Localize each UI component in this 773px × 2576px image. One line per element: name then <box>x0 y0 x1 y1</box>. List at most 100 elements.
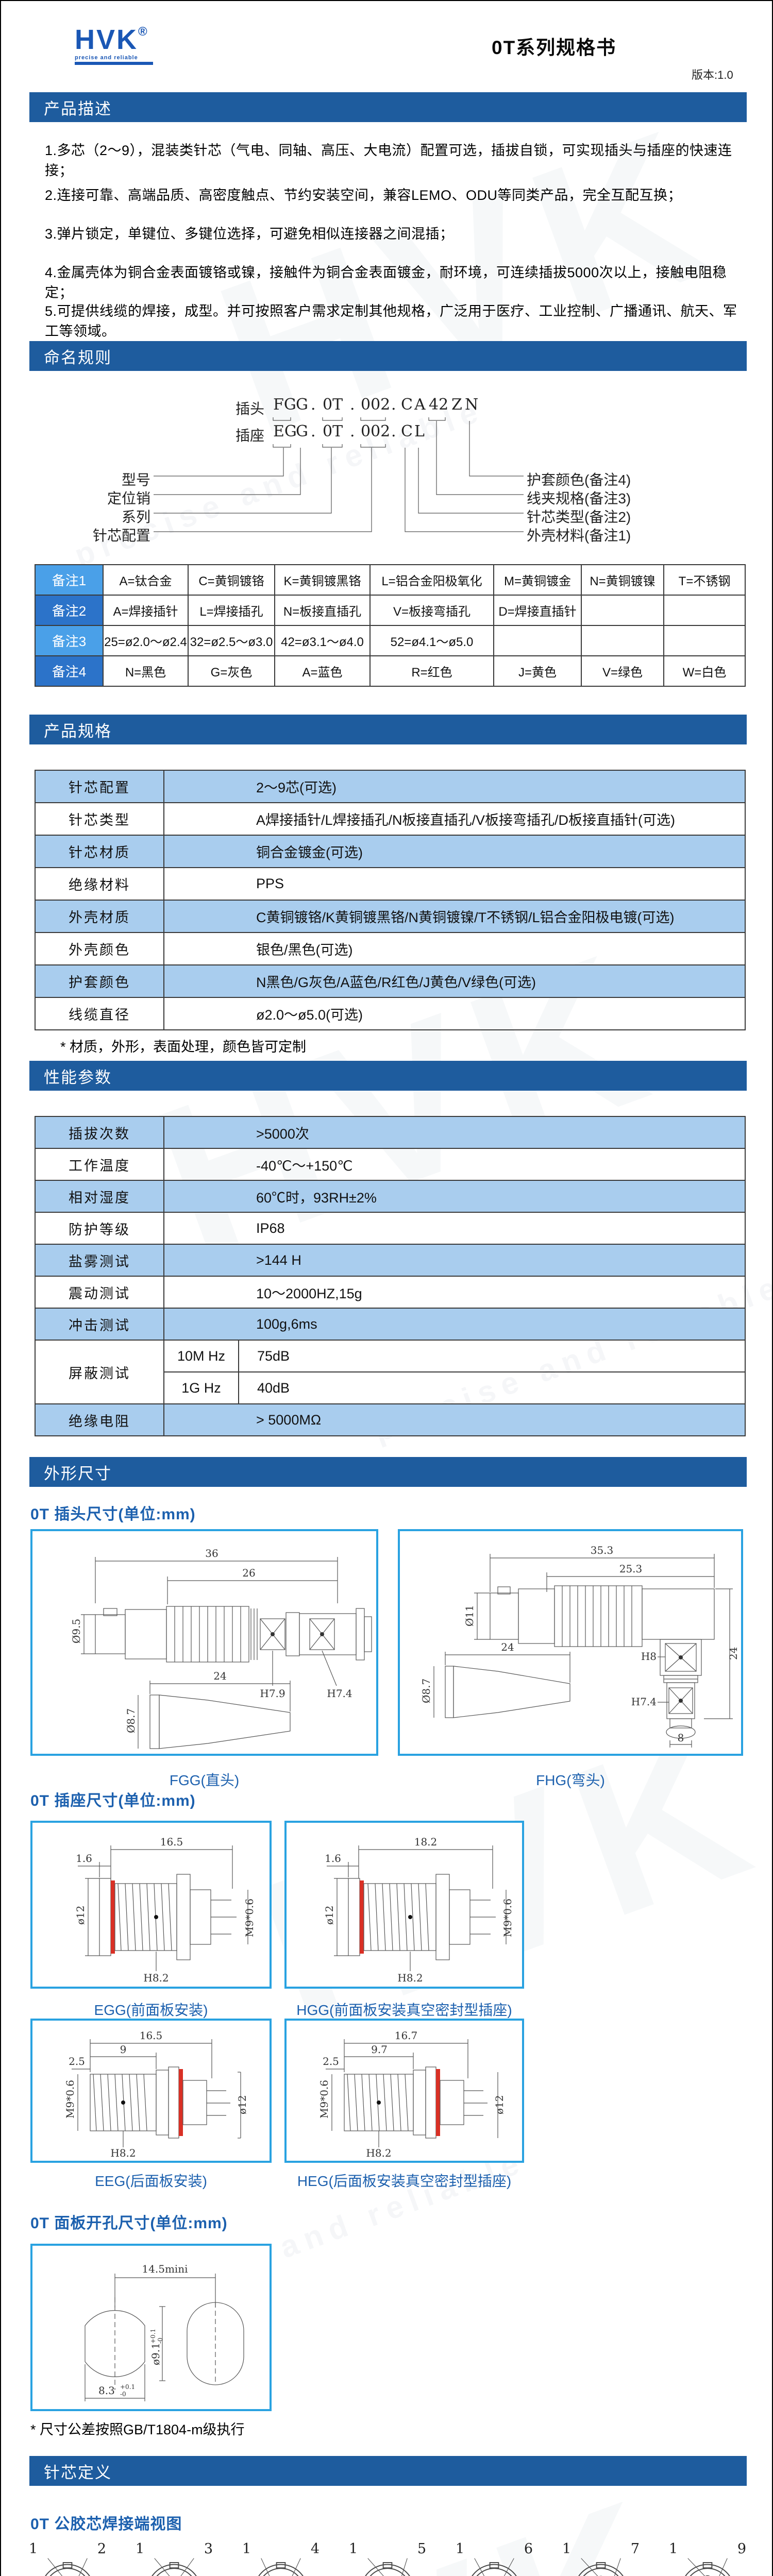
heg-caption: HEG(后面板安装真空密封型插座) <box>297 2173 512 2189</box>
remark-cell: V=板接弯插孔 <box>369 595 494 626</box>
description-line: 1.多芯（2～9），混装类针芯（气电、同轴、高压、大电流）配置可选，插拔自锁，可… <box>45 143 732 178</box>
perf-value: 10～2000HZ,15g <box>163 1276 746 1309</box>
spec-label: 针芯材质 <box>35 835 164 868</box>
hgg-drawing-box: 18.2 1.6 ø12 M9*0.6 H8.2 <box>284 1821 524 1989</box>
naming-left-label: 针芯配置 <box>92 528 150 544</box>
remark-cell: D=焊接直插针 <box>493 595 582 626</box>
svg-text:ø12: ø12 <box>74 1906 87 1925</box>
spec-value: 铜合金镀金(可选) <box>163 835 746 868</box>
perf-label: 工作温度 <box>35 1148 164 1181</box>
svg-text:16.5: 16.5 <box>140 2029 163 2042</box>
page-title: 0T系列规格书 <box>492 37 617 58</box>
spec-label: 线缆直径 <box>35 997 164 1030</box>
section-bar-product-description: 产品描述 <box>29 92 747 122</box>
male-pin-diagram-2: 12公针芯焊接端焊接排序图 <box>16 2541 119 2576</box>
remark-cell: G=灰色 <box>188 655 275 687</box>
perf-shield-freq: 10M Hz <box>163 1340 239 1372</box>
panel-cutout-heading: 0T 面板开孔尺寸(单位:mm) <box>30 2215 228 2232</box>
remark-cell: C=黄铜镀铬 <box>188 564 275 596</box>
hvk-logo: HVK® precise and reliable <box>75 26 153 65</box>
male-pin-diagram-row: 12公针芯焊接端焊接排序图13公针芯焊接端焊接排序图14公针芯焊接端焊接排序图1… <box>16 2541 759 2576</box>
spec-value: PPS <box>163 867 746 901</box>
panel-cutout-box: 14.5mini ø9.1 +0.1 -0 8.3 +0.1 -0 <box>30 2244 272 2411</box>
registered-mark-icon: ® <box>138 25 149 39</box>
naming-token: 42 <box>429 396 449 414</box>
naming-left-label: 系列 <box>121 509 150 525</box>
naming-token: EG <box>273 422 297 440</box>
section-bar-pin-definition: 针芯定义 <box>29 2456 747 2486</box>
hvk-logo-underline <box>75 62 153 65</box>
spec-value: A焊接插针/L焊接插孔/N板接直插孔/V板接弯插孔/D板接直插针(可选) <box>163 802 746 836</box>
fgg-technical-drawing: 36 26 Ø9.5 H7.9 H7.4 24 Ø8.7 <box>70 1547 372 1749</box>
remark-cell: N=板接直插孔 <box>274 595 371 626</box>
male-pin-diagram-5: 15公针芯焊接端焊接排序图 <box>337 2541 439 2576</box>
section-bar-performance: 性能参数 <box>29 1061 747 1091</box>
perf-shield-label: 屏蔽测试 <box>35 1340 164 1404</box>
hvk-logo-tagline: precise and reliable <box>75 55 138 61</box>
svg-text:M9*0.6: M9*0.6 <box>501 1899 514 1937</box>
remark-cell: 42=ø3.1～ø4.0 <box>274 625 371 656</box>
naming-right-label: 线夹规格(备注3) <box>527 490 631 506</box>
svg-text:+0.1: +0.1 <box>120 2383 135 2391</box>
spec-value: C黄铜镀铬/K黄铜镀黑铬/N黄铜镀镍/T不锈钢/L铝合金阳极电镀(可选) <box>163 900 746 933</box>
svg-text:H8: H8 <box>641 1650 657 1663</box>
svg-text:26: 26 <box>242 1567 255 1579</box>
svg-text:2.5: 2.5 <box>69 2055 85 2067</box>
svg-text:-0: -0 <box>157 2337 164 2344</box>
svg-text:16.5: 16.5 <box>160 1836 183 1848</box>
fgg-caption: FGG(直头) <box>169 1772 240 1788</box>
naming-token: L <box>414 422 425 440</box>
remark-cell: T=不锈钢 <box>663 564 746 596</box>
svg-text:H8.2: H8.2 <box>397 1972 423 1984</box>
svg-text:18.2: 18.2 <box>414 1836 438 1848</box>
eeg-drawing-box: 16.5 9 2.5 M9*0.6 ø12 H8.2 <box>30 2019 272 2163</box>
remark-cell: J=黄色 <box>493 655 582 687</box>
naming-token: Z <box>451 396 462 414</box>
svg-text:16.7: 16.7 <box>395 2029 418 2042</box>
svg-text:8.3: 8.3 <box>98 2384 115 2397</box>
perf-shield-freq: 1G Hz <box>163 1371 239 1404</box>
svg-text:ø12: ø12 <box>493 2095 506 2115</box>
svg-text:ø12: ø12 <box>236 2095 248 2115</box>
male-pin-diagram-9: 19公针芯焊接端焊接排序图 <box>657 2541 759 2576</box>
remark-row-label: 备注3 <box>35 625 104 656</box>
svg-text:24: 24 <box>501 1641 514 1653</box>
naming-token: C <box>401 396 413 414</box>
egg-caption: EGG(前面板安装) <box>94 2002 208 2018</box>
heg-technical-drawing: 16.7 9.7 2.5 M9*0.6 ø12 H8.2 <box>318 2029 506 2159</box>
description-line: 3.弹片锁定，单键位、多键位选择，可避免相似连接器之间混插； <box>45 226 454 242</box>
remark-cell <box>663 625 746 656</box>
naming-socket-label: 插座 <box>236 428 265 444</box>
perf-value: > 5000MΩ <box>163 1403 746 1436</box>
description-line: 5.可提供线缆的焊接，成型。并可按照客户需求定制其他规格，广泛用于医疗、工业控制… <box>45 303 737 339</box>
plug-dims-heading: 0T 插头尺寸(单位:mm) <box>30 1506 196 1523</box>
svg-text:H8.2: H8.2 <box>366 2147 391 2159</box>
remark-cell: L=铝合金阳极氧化 <box>369 564 494 596</box>
remark-cell: W=白色 <box>663 655 746 687</box>
perf-value: 100g,6ms <box>163 1308 746 1341</box>
svg-text:Ø9.5: Ø9.5 <box>70 1619 82 1643</box>
egg-drawing-box: 16.5 1.6 ø12 M9*0.6 H8.2 <box>30 1821 272 1989</box>
naming-right-label: 针芯类型(备注2) <box>527 509 631 525</box>
remark-cell: N=黑色 <box>103 655 189 687</box>
svg-text:1.6: 1.6 <box>325 1852 341 1865</box>
spec-label: 针芯类型 <box>35 802 164 836</box>
svg-text:ø12: ø12 <box>323 1906 335 1925</box>
naming-right-label: 外壳材料(备注1) <box>527 528 631 544</box>
naming-connector-lines <box>154 417 524 532</box>
svg-text:H7.9: H7.9 <box>260 1687 285 1700</box>
naming-token: . <box>311 422 316 440</box>
description-line: 2.连接可靠、高端品质、高密度触点、节约安装空间，兼容LEMO、ODU等同类产品… <box>45 188 682 203</box>
naming-token: . <box>311 396 316 414</box>
svg-text:H8.2: H8.2 <box>110 2147 136 2159</box>
section-bar-dimensions: 外形尺寸 <box>29 1457 747 1487</box>
svg-text:24: 24 <box>213 1670 226 1682</box>
remark-cell: A=焊接插针 <box>103 595 189 626</box>
naming-token: . <box>350 396 355 414</box>
remark-cell: M=黄铜镀金 <box>493 564 582 596</box>
egg-technical-drawing: 16.5 1.6 ø12 M9*0.6 H8.2 <box>74 1836 256 1984</box>
spec-label: 针芯配置 <box>35 770 164 803</box>
svg-text:H8.2: H8.2 <box>143 1972 169 1984</box>
svg-text:H7.4: H7.4 <box>327 1687 352 1700</box>
